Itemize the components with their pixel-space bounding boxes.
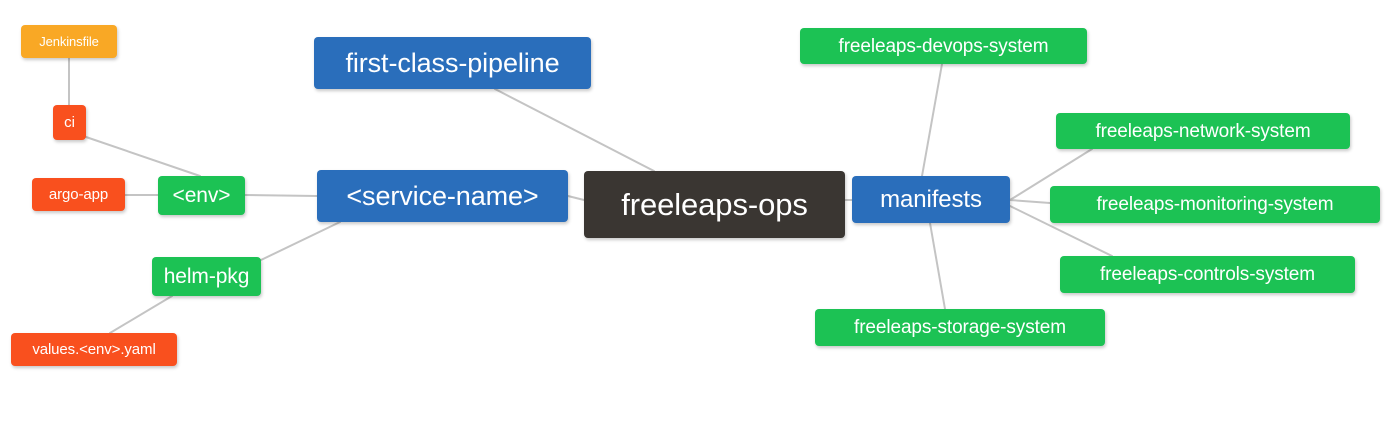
edge-first-class-pipeline-to-freeleaps-ops	[494, 88, 655, 172]
node-ci[interactable]: ci	[53, 105, 86, 140]
edge-helm-pkg-to-values-yaml	[109, 295, 173, 334]
node-service-name[interactable]: <service-name>	[317, 170, 568, 222]
edge-service-name-to-helm-pkg	[260, 221, 341, 261]
node-freeleaps-monitoring-system[interactable]: freeleaps-monitoring-system	[1050, 186, 1380, 223]
node-helm-pkg[interactable]: helm-pkg	[152, 257, 261, 296]
node-freeleaps-storage-system[interactable]: freeleaps-storage-system	[815, 309, 1105, 346]
node-env[interactable]: <env>	[158, 176, 245, 215]
node-argo-app[interactable]: argo-app	[32, 178, 125, 211]
node-freeleaps-devops-system[interactable]: freeleaps-devops-system	[800, 28, 1087, 64]
edge-manifests-to-freeleaps-monitoring-system	[1009, 199, 1051, 204]
node-manifests[interactable]: manifests	[852, 176, 1010, 223]
node-freeleaps-network-system[interactable]: freeleaps-network-system	[1056, 113, 1350, 149]
edge-env-to-service-name	[244, 194, 318, 197]
node-values-yaml[interactable]: values.<env>.yaml	[11, 333, 177, 366]
edge-manifests-to-freeleaps-storage-system	[929, 222, 946, 310]
node-freeleaps-controls-system[interactable]: freeleaps-controls-system	[1060, 256, 1355, 293]
node-jenkinsfile[interactable]: Jenkinsfile	[21, 25, 117, 58]
node-first-class-pipeline[interactable]: first-class-pipeline	[314, 37, 591, 89]
edge-manifests-to-freeleaps-devops-system	[921, 63, 943, 177]
edge-ci-to-env	[85, 136, 201, 177]
node-freeleaps-ops[interactable]: freeleaps-ops	[584, 171, 845, 238]
edge-service-name-to-freeleaps-ops	[567, 195, 585, 201]
